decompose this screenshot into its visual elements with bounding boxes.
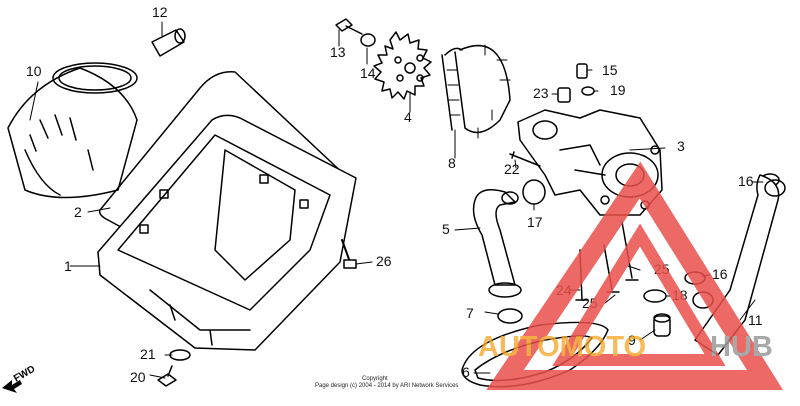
o-ring-7	[497, 308, 523, 324]
callout-23: 23	[533, 85, 549, 101]
washer	[360, 33, 376, 47]
callout-11: 11	[748, 312, 763, 328]
copyright-line1: Copyright	[362, 376, 388, 382]
oil-pan-bolt	[341, 239, 357, 269]
oil-pump-sprocket	[373, 31, 432, 100]
o-ring-small	[581, 86, 595, 96]
callout-1: 1	[64, 258, 72, 274]
callout-5: 5	[442, 221, 450, 237]
callout-22: 22	[504, 161, 520, 177]
callout-17: 17	[527, 214, 543, 230]
watermark: AUTOMOTO HUB	[478, 161, 784, 390]
oil-pan	[97, 114, 357, 351]
sealing-washer	[169, 349, 191, 361]
callout-26: 26	[376, 253, 392, 269]
callout-9: 9	[628, 332, 636, 348]
callout-6: 6	[462, 364, 470, 380]
callout-19: 19	[610, 82, 626, 98]
callout-13: 13	[330, 44, 346, 60]
callout-21: 21	[140, 346, 156, 362]
oil-filter	[7, 62, 138, 199]
oil-pump-chain	[441, 44, 511, 139]
copyright-line2: Page design (c) 2004 - 2014 by ARI Netwo…	[315, 383, 458, 389]
callout-7: 7	[466, 305, 474, 321]
callout-16a: 16	[738, 173, 754, 189]
watermark-text-part2: HUB	[710, 331, 773, 363]
callout-10: 10	[26, 63, 42, 79]
callout-20: 20	[130, 369, 146, 385]
oil-strainer-pipe	[472, 189, 522, 298]
dowel-22	[509, 151, 541, 167]
callout-15: 15	[602, 62, 618, 78]
collar-9	[653, 313, 671, 337]
callout-12: 12	[152, 4, 168, 20]
callout-4: 4	[404, 109, 412, 125]
callout-3: 3	[677, 138, 685, 154]
o-ring-17	[522, 179, 546, 205]
drain-bolt	[157, 365, 177, 387]
oil-pump-pin	[576, 63, 588, 79]
callout-8: 8	[448, 155, 456, 171]
dowel-pin	[151, 28, 186, 57]
collar	[557, 87, 571, 103]
o-ring-18	[643, 289, 667, 303]
callout-16b: 16	[712, 266, 728, 282]
forward-arrow-icon: FWD	[2, 364, 37, 393]
fwd-label: FWD	[12, 364, 37, 385]
watermark-text-part1: AUTOMOTO	[478, 331, 646, 363]
callout-2: 2	[74, 204, 82, 220]
sprocket-bolt	[335, 18, 363, 35]
callout-14: 14	[360, 65, 376, 81]
